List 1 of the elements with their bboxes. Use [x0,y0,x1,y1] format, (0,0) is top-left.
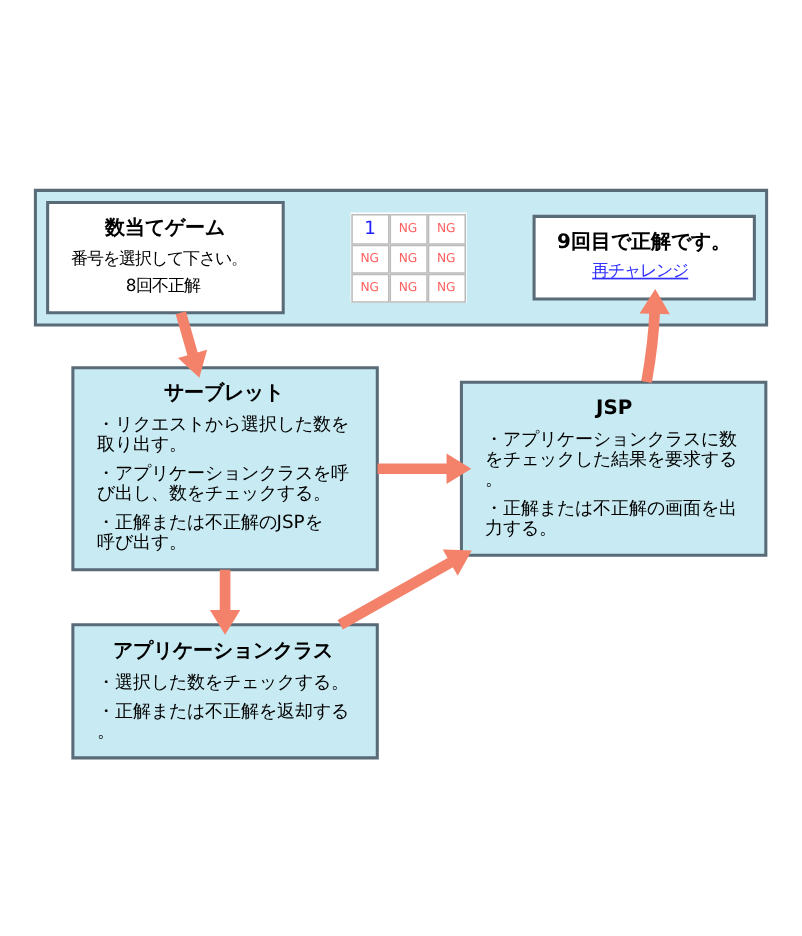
label: 1 [364,218,376,241]
